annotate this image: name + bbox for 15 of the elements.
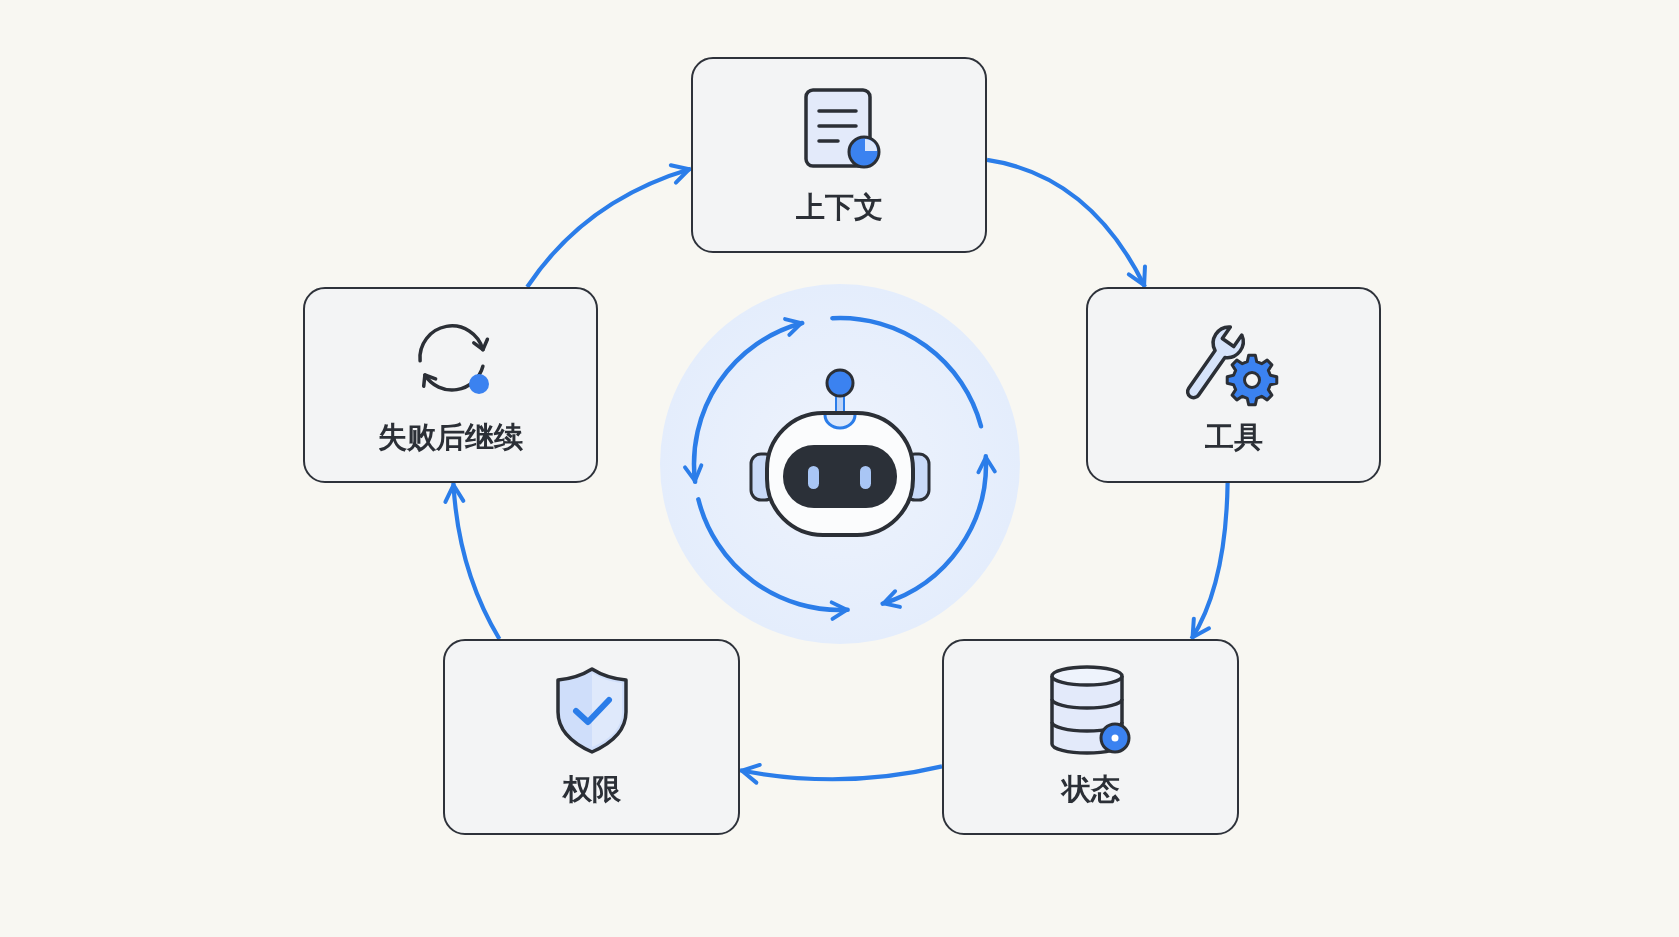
card-label: 状态 [1061,771,1120,807]
arrow [443,482,502,641]
card-label: 工具 [1204,419,1263,455]
step-card [691,57,987,253]
arrow [986,157,1147,288]
step-card [303,287,598,483]
arrow [1189,482,1230,641]
card-label: 权限 [562,771,621,807]
card-label: 失败后继续 [378,419,523,455]
step-card [443,639,740,835]
arrow [525,163,692,289]
step-card [942,639,1239,835]
arrow [739,762,943,785]
card-label: 上下文 [795,189,883,225]
step-card [1086,287,1381,483]
